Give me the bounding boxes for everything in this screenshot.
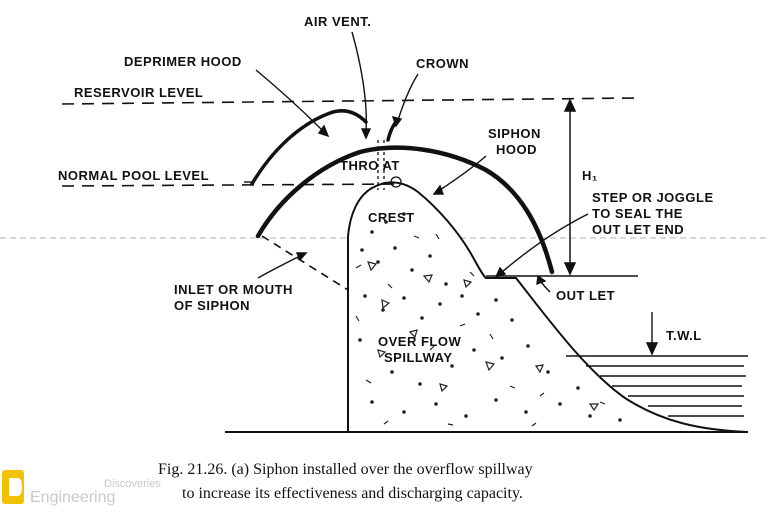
- leader-lines: [244, 31, 659, 356]
- reservoir-level-line: [61, 97, 637, 105]
- level-lines: [61, 97, 638, 291]
- label-inlet-2: OF SIPHON: [174, 298, 250, 313]
- figure-caption-line-1: Fig. 21.26. (a) Siphon installed over th…: [158, 461, 533, 478]
- label-siphon-hood-1: SIPHON: [488, 126, 541, 141]
- watermark-logo: Discoveries Engineering: [2, 470, 161, 506]
- air-vent-tube: [377, 140, 402, 190]
- figure-caption-line-2: to increase its effectiveness and discha…: [182, 485, 523, 502]
- overflow-spillway-body: [347, 181, 749, 433]
- watermark-text-1: Discoveries: [104, 478, 161, 490]
- label-step-2: TO SEAL THE: [592, 206, 683, 221]
- aggregate-triangles: [367, 261, 600, 412]
- concrete-stipple: [355, 212, 622, 427]
- label-throat: THRO AT: [340, 158, 400, 173]
- label-overflow-2: SPILLWAY: [384, 350, 453, 365]
- normal-pool-level-line: [61, 183, 405, 187]
- h1-dimension-arrow: [563, 98, 577, 276]
- inlet-dash: [261, 235, 349, 291]
- watermark-text-2: Engineering: [30, 489, 115, 506]
- label-deprimer-hood: DEPRIMER HOOD: [124, 54, 242, 69]
- label-h1: H₁: [582, 168, 598, 183]
- label-air-vent: AIR VENT.: [304, 14, 371, 29]
- tail-water-lines: [566, 355, 748, 417]
- siphon-hood-outer: [255, 145, 555, 275]
- label-inlet-1: INLET OR MOUTH: [174, 282, 293, 297]
- label-siphon-hood-2: HOOD: [496, 142, 537, 157]
- deprimer-hood: [250, 109, 368, 186]
- label-crest: CREST: [368, 210, 415, 225]
- label-overflow-1: OVER FLOW: [378, 334, 461, 349]
- label-outlet: OUT LET: [556, 288, 615, 303]
- label-crown: CROWN: [416, 56, 469, 71]
- label-twl: T.W.L: [666, 328, 702, 343]
- label-normal-pool-level: NORMAL POOL LEVEL: [58, 168, 209, 183]
- label-step-3: OUT LET END: [592, 222, 684, 237]
- label-reservoir-level: RESERVOIR LEVEL: [74, 85, 203, 100]
- label-step-1: STEP OR JOGGLE: [592, 190, 714, 205]
